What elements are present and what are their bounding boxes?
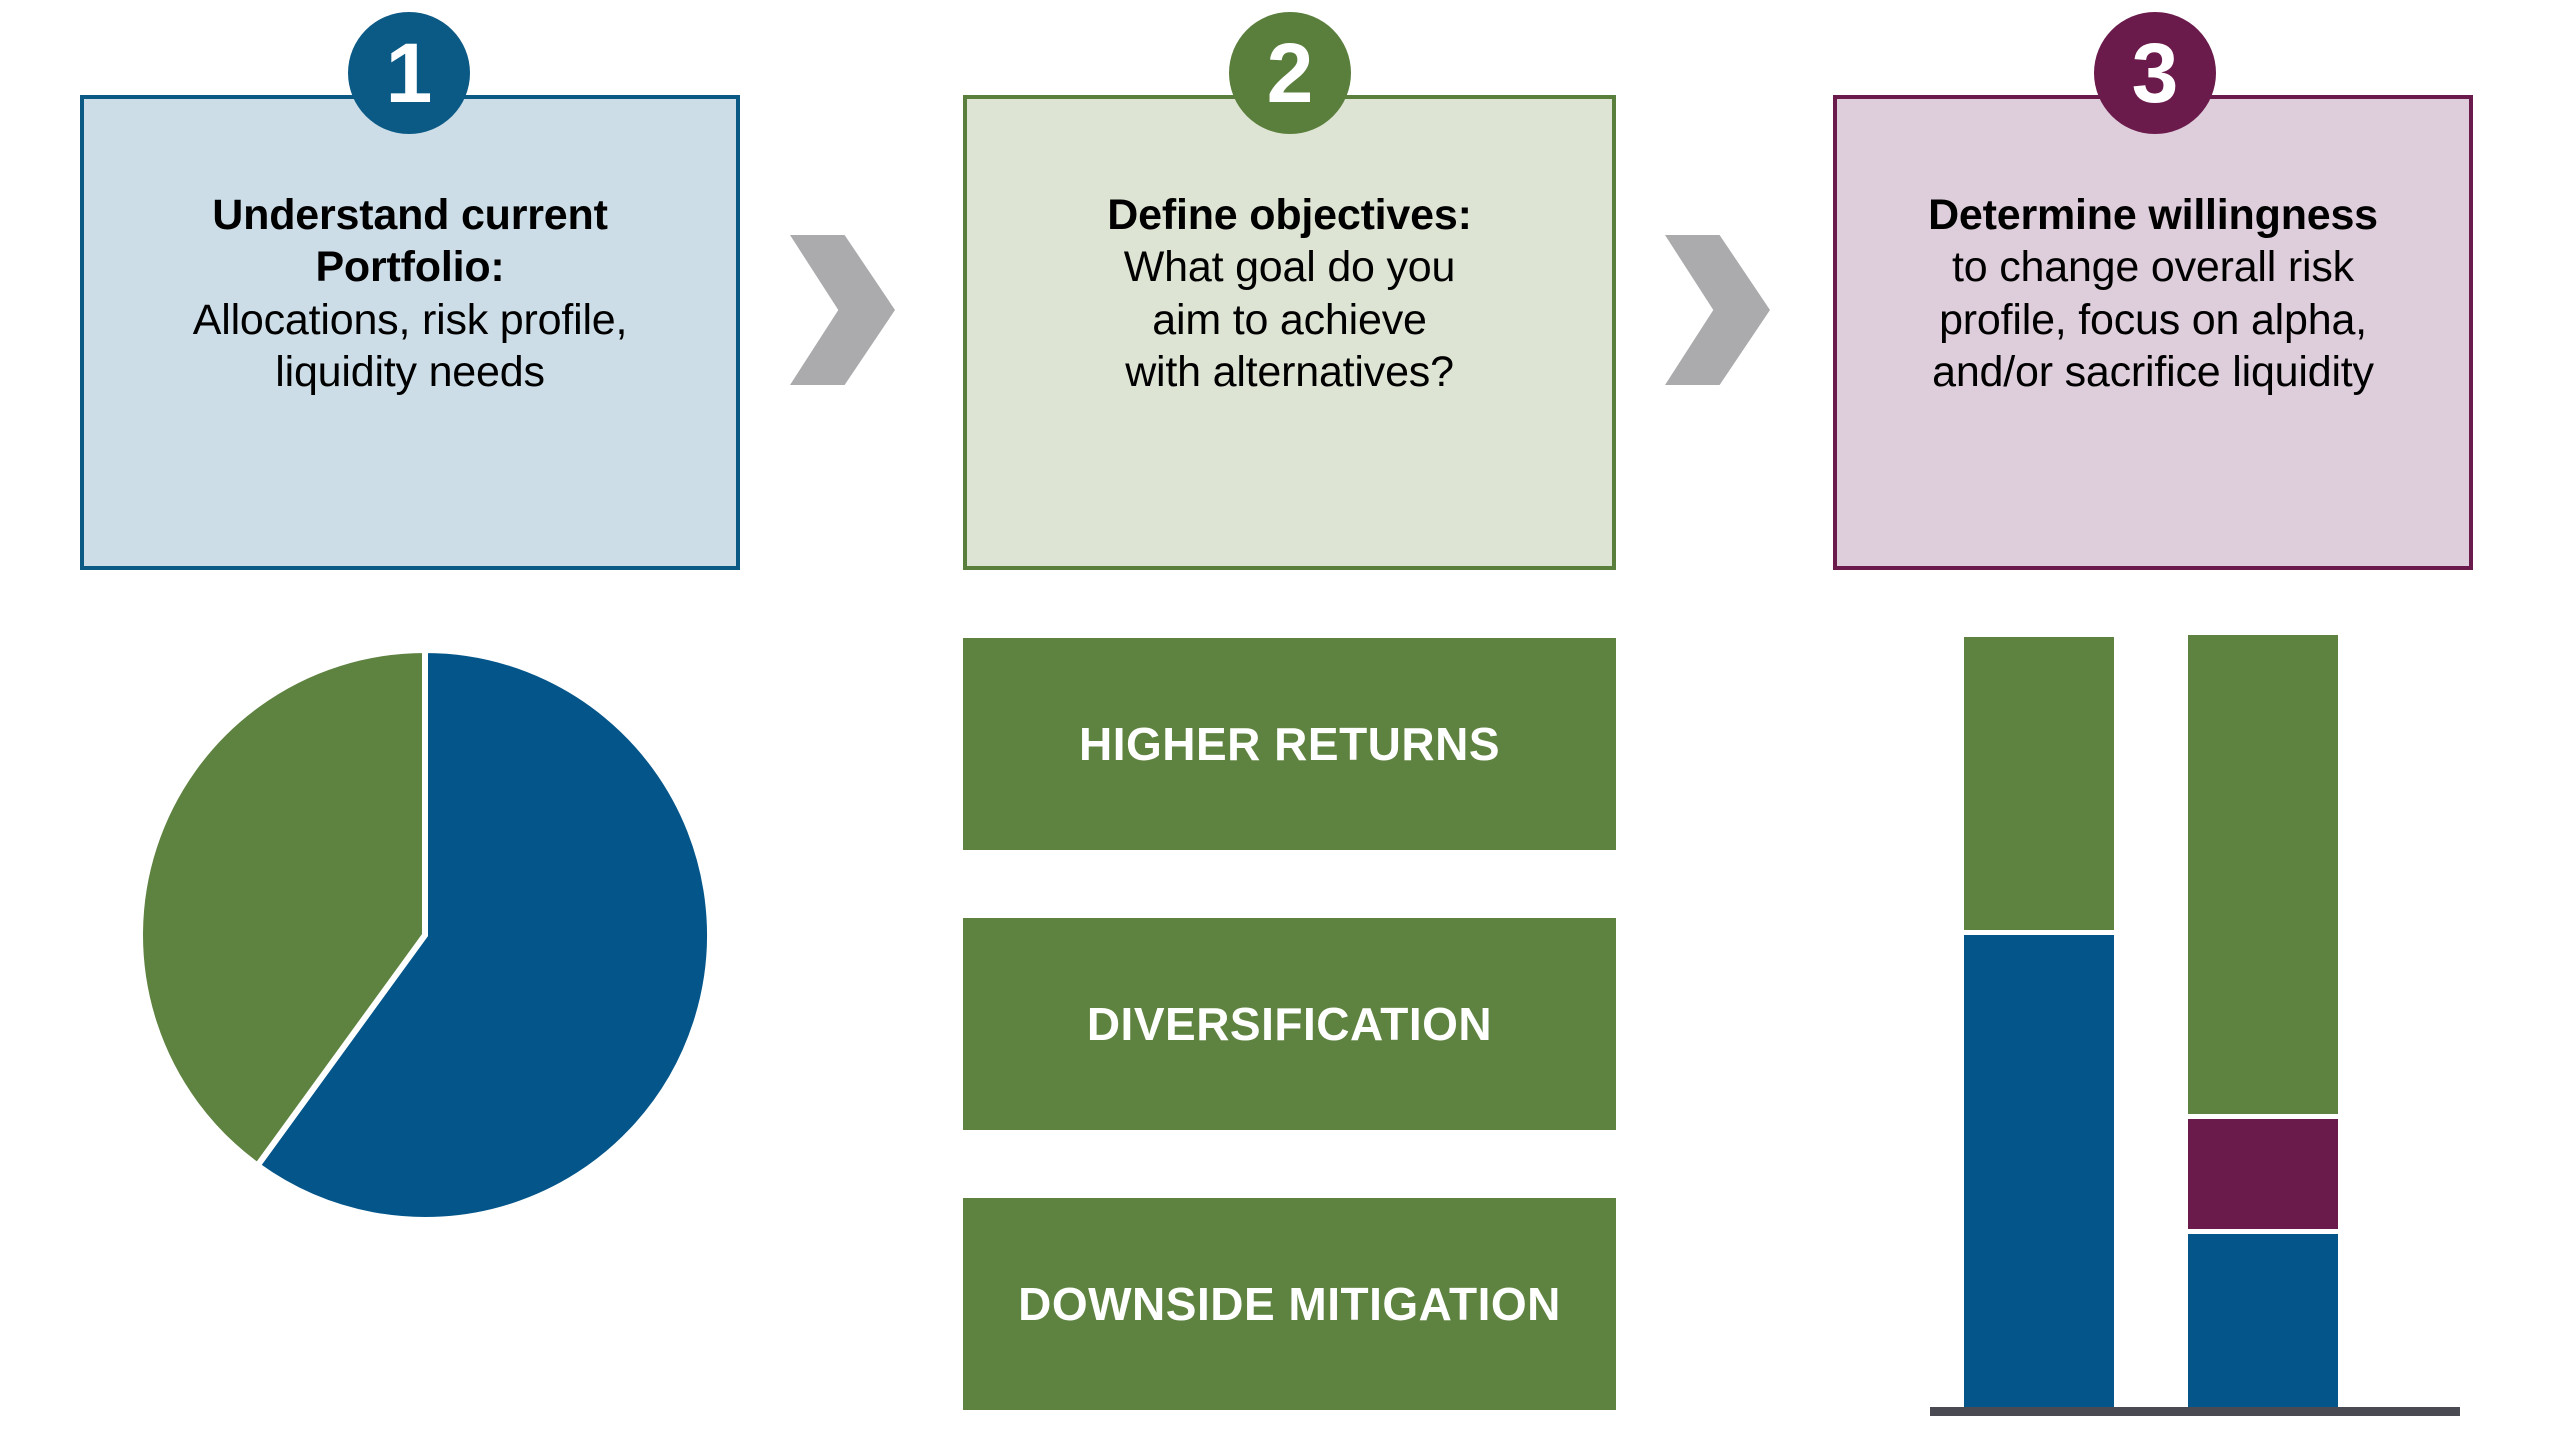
chevron-right-icon-1 (790, 235, 895, 385)
step-2-body-line1: What goal do you (1123, 243, 1456, 292)
pie-slice (253, 646, 713, 1223)
step-badge-2: 2 (1229, 12, 1351, 134)
step-badge-2-number: 2 (1266, 26, 1314, 120)
step-card-2: Define objectives: What goal do you aim … (963, 95, 1616, 570)
stacked-bar-column-2 (2188, 635, 2338, 1407)
stacked-segment-core-2 (2188, 1229, 2338, 1407)
step-2-body-line3: with alternatives? (1125, 348, 1454, 397)
step-2-body-line2: aim to achieve (1152, 295, 1427, 344)
step-3-body-line2: profile, focus on alpha, (1939, 295, 2367, 344)
step-3-body-line1: to change overall risk (1952, 243, 2354, 292)
step-badge-3: 3 (2094, 12, 2216, 134)
step-2-heading-line1: Define objectives: (1107, 191, 1472, 239)
pie-slice (137, 646, 428, 1170)
step-badge-1: 1 (348, 12, 470, 134)
objective-bar-downside-mitigation: DOWNSIDE MITIGATION (963, 1198, 1616, 1410)
step-3-heading-line1: Determine willingness (1928, 191, 2378, 239)
portfolio-pie-chart (95, 635, 755, 1235)
risk-profile-stacked-bar-chart (1930, 635, 2460, 1440)
objective-label-1: HIGHER RETURNS (1078, 718, 1501, 770)
chart-baseline-axis (1930, 1407, 2460, 1416)
step-badge-3-number: 3 (2131, 26, 2179, 120)
stacked-segment-core-1 (1964, 929, 2114, 1407)
pie-svg (137, 646, 713, 1223)
step-card-3: Determine willingness to change overall … (1833, 95, 2473, 570)
step-3-body-line3: and/or sacrifice liquidity (1932, 348, 2374, 397)
objective-bar-diversification: DIVERSIFICATION (963, 918, 1616, 1130)
stacked-segment-alpha-2 (2188, 1113, 2338, 1230)
step-1-heading-line1: Understand current (212, 191, 608, 239)
step-1-heading-line2: Portfolio: (315, 243, 505, 292)
step-badge-1-number: 1 (385, 26, 433, 120)
step-card-3-text: Determine willingness to change overall … (1837, 189, 2469, 399)
step-card-1-text: Understand current Portfolio: Allocation… (84, 189, 736, 399)
objective-label-2: DIVERSIFICATION (1086, 998, 1493, 1050)
step-1-body-line2: liquidity needs (275, 348, 545, 397)
objective-bar-higher-returns: HIGHER RETURNS (963, 638, 1616, 850)
step-card-1: Understand current Portfolio: Allocation… (80, 95, 740, 570)
chevron-right-icon-2 (1665, 235, 1770, 385)
step-card-2-text: Define objectives: What goal do you aim … (967, 189, 1612, 399)
stacked-segment-alternatives-2 (2188, 635, 2338, 1114)
step-1-body-line1: Allocations, risk profile, (192, 295, 628, 344)
stacked-bar-column-1 (1964, 637, 2114, 1407)
objective-label-3: DOWNSIDE MITIGATION (1018, 1278, 1561, 1330)
stacked-segment-alternatives-1 (1964, 637, 2114, 930)
